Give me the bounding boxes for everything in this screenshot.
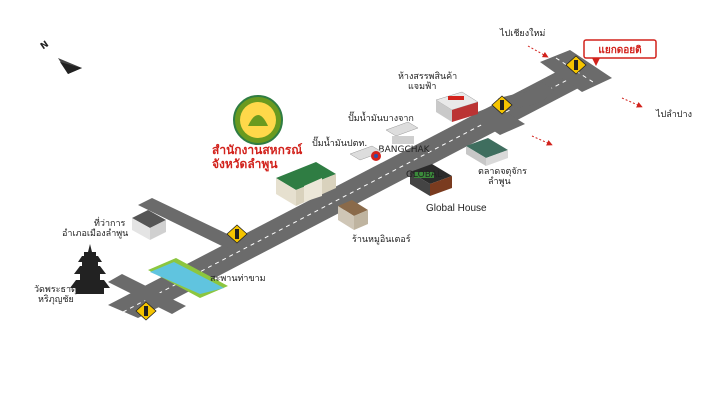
bangchak-station-building: BANGCHAK (378, 121, 431, 155)
label-restaurant: ร้านหมูอินเตอร์ (352, 233, 411, 245)
branch-road-pasang (470, 105, 525, 135)
direction-arrow-icon (531, 135, 553, 146)
traffic-light-icon (565, 55, 587, 75)
label-bangchak: ปั๊มน้ำมันบางจาก (348, 111, 414, 124)
global-house-building: GLOBAL (406, 164, 452, 196)
label-cooperative-office: สำนักงานสหกรณ์ จังหวัดลำพูน (212, 143, 307, 172)
label-temple: วัดพระธาตุ หริภุญชัย (34, 285, 80, 305)
river-area (148, 258, 228, 298)
svg-text:BANGCHAK: BANGCHAK (378, 145, 430, 155)
branch-road-temple (108, 274, 186, 314)
label-district-office: ที่ว่าการ อำเภอเมืองลำพูน (62, 216, 128, 239)
ptt-station-building (349, 145, 383, 161)
district-office-building (132, 210, 166, 240)
side-road-curve (498, 81, 554, 112)
label-global-house: Global House (426, 203, 487, 214)
restaurant-building (338, 200, 368, 230)
traffic-light-icon (135, 301, 157, 321)
cooperative-emblem-icon (233, 95, 283, 145)
direction-arrow-icon (527, 45, 549, 58)
north-arrow-icon: N (39, 40, 82, 74)
label-bridge: สะพานท่าขาม (210, 274, 266, 284)
cooperative-office-building (276, 162, 336, 206)
label-to-chiang-mai: ไปเชียงใหม่ (499, 28, 545, 39)
branch-road-district (138, 198, 240, 248)
traffic-light-icon (226, 224, 248, 244)
label-market: ตลาดจตุจักร ลำพูน (478, 167, 530, 187)
label-department-store: ห้างสรรพสินค้า แจมฟ้า (398, 71, 460, 92)
global-house-sign: GLOBAL (406, 170, 442, 180)
junction-badge: แยกดอยติ (583, 39, 657, 66)
svg-text:N: N (39, 40, 51, 53)
department-store-building (435, 91, 479, 122)
market-building (466, 138, 508, 166)
junction-label: แยกดอยติ (598, 44, 641, 56)
direction-arrow-icon (621, 97, 643, 108)
label-to-lampang: ไปลำปาง (655, 109, 692, 120)
label-ptt: ปั๊มน้ำมันปตท. (312, 136, 367, 149)
traffic-light-icon (491, 95, 513, 115)
temple-pagoda-icon (70, 244, 110, 294)
